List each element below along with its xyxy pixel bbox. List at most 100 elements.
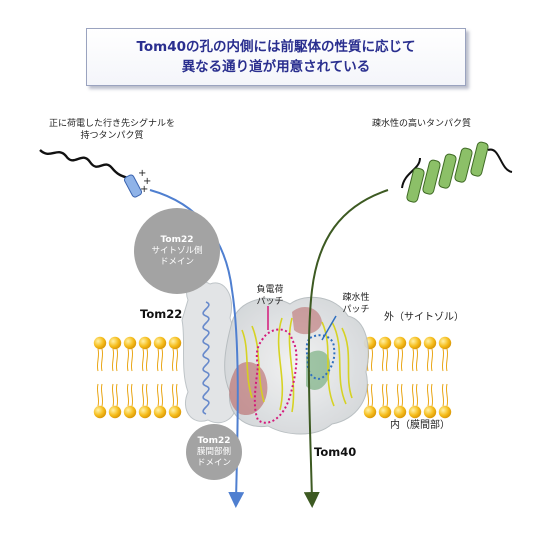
tom22-label: Tom22 <box>140 307 183 321</box>
lipid-tail <box>381 383 385 407</box>
lipid-head <box>153 336 167 350</box>
hydrophobic-patch-label: 疎水性 パッチ <box>342 292 369 316</box>
lipid-head <box>138 336 152 350</box>
tom40-beta-strands <box>241 317 353 413</box>
lipid-head <box>153 405 167 419</box>
lipid-head <box>93 405 107 419</box>
lipid-head <box>108 336 122 350</box>
hydrophobic-protein-helices <box>401 141 513 203</box>
tom22-cytosol-domain-name: Tom22 <box>160 234 194 245</box>
lipid-tail <box>175 383 179 407</box>
lipid-head <box>408 336 422 350</box>
lipid-tail <box>430 383 434 407</box>
lipid-head <box>423 336 437 350</box>
tom-complex-structure <box>181 280 369 435</box>
title-line-2: 異なる通り道が用意されている <box>181 59 371 75</box>
hydrophobic-protein-label: 疎水性の高いタンパク質 <box>372 119 472 129</box>
lipid-tail <box>381 348 385 372</box>
hydrophobic-precursor-path <box>303 189 389 508</box>
lipid-tail <box>141 383 145 407</box>
lipid-tail <box>111 348 115 372</box>
lipid-tail <box>96 348 100 372</box>
lipid-tail <box>145 383 149 407</box>
lipid-tail <box>96 383 100 407</box>
lipid-tail <box>396 348 400 372</box>
tom22-cytosol-domain: Tom22 サイトゾル側 ドメイン <box>134 208 220 294</box>
lipid-tail <box>111 383 115 407</box>
tom40-red-surface-left <box>229 361 268 416</box>
lipid-tail <box>415 348 419 372</box>
lipid-tail <box>130 348 134 372</box>
hydrophobic-patch-label-line2: パッチ <box>342 305 370 315</box>
plus-sign: + <box>138 168 147 179</box>
plus-sign: + <box>143 176 152 187</box>
lipid-tail <box>160 348 164 372</box>
lipid-head <box>393 336 407 350</box>
title-line-1: Tom40の孔の内側には前駆体の性質に応じて <box>136 39 416 55</box>
positive-precursor-label: 正に荷電した行き先シグナルを 持つタンパク質 <box>49 118 175 142</box>
lipid-tail <box>145 348 149 372</box>
lipid-head <box>123 336 137 350</box>
lipid-tail <box>385 348 389 372</box>
lipid-head <box>363 405 377 419</box>
lipid-tail <box>156 348 160 372</box>
lipid-tail <box>430 348 434 372</box>
lipid-tail <box>171 348 175 372</box>
lipid-head <box>408 405 422 419</box>
lipid-tail <box>400 348 404 372</box>
lipid-tail <box>115 348 119 372</box>
lipid-head <box>378 405 392 419</box>
lipid-tail <box>426 348 430 372</box>
lipid-tail <box>445 383 449 407</box>
lipid-head <box>438 336 452 350</box>
lipid-head <box>108 405 122 419</box>
lipid-tail <box>115 383 119 407</box>
lipid-tail <box>415 383 419 407</box>
lipid-tail <box>370 383 374 407</box>
positive-signal-sequence <box>123 174 143 198</box>
lipid-head <box>423 405 437 419</box>
hydrophobic-patch-leader <box>321 315 337 341</box>
title-box: Tom40の孔の内側には前駆体の性質に応じて 異なる通り道が用意されている <box>86 28 466 86</box>
negative-patch-label: 負電荷 パッチ <box>256 284 283 308</box>
lipid-head <box>168 336 182 350</box>
lipid-tail <box>156 383 160 407</box>
lipid-tail <box>126 348 130 372</box>
lipid-tail <box>400 383 404 407</box>
tom22-cytosol-domain-line2: ドメイン <box>159 256 194 267</box>
hydrophobic-patch-label-line1: 疎水性 <box>342 293 370 303</box>
lipid-tail <box>445 348 449 372</box>
lipid-tail <box>141 348 145 372</box>
plus-signs: + + + <box>138 168 152 195</box>
lipid-heads-outer-leaflet <box>93 336 452 350</box>
outside-cytosol-label: 外（サイトゾル） <box>384 312 464 323</box>
lipid-head <box>438 405 452 419</box>
negative-patch-label-line1: 負電荷 <box>256 285 284 295</box>
lipid-tail <box>175 348 179 372</box>
lipid-tail <box>160 383 164 407</box>
lipid-tail <box>441 348 445 372</box>
lipid-heads-inner-leaflet <box>93 405 452 419</box>
tom22-ims-domain-line1: 膜間部側 <box>196 446 231 457</box>
presequence-chain <box>39 149 133 182</box>
lipid-tail <box>441 383 445 407</box>
tom22-ims-domain: Tom22 膜間部側 ドメイン <box>186 424 242 480</box>
tom40-red-surface-top <box>292 307 322 335</box>
lipid-tail <box>100 383 104 407</box>
lipid-tail <box>385 383 389 407</box>
tom40-green-surface <box>306 350 331 390</box>
lipid-head <box>123 405 137 419</box>
plus-sign: + <box>140 184 149 195</box>
lipid-tail <box>171 383 175 407</box>
tom22-ims-domain-line2: ドメイン <box>196 457 231 468</box>
lipid-head <box>93 336 107 350</box>
lipid-tail <box>370 348 374 372</box>
lipid-tail <box>426 383 430 407</box>
tom22-ims-domain-name: Tom22 <box>197 435 231 446</box>
lipid-tail <box>100 348 104 372</box>
negative-patch-label-line2: パッチ <box>256 297 284 307</box>
tom40-label: Tom40 <box>314 445 357 459</box>
lipid-head <box>138 405 152 419</box>
